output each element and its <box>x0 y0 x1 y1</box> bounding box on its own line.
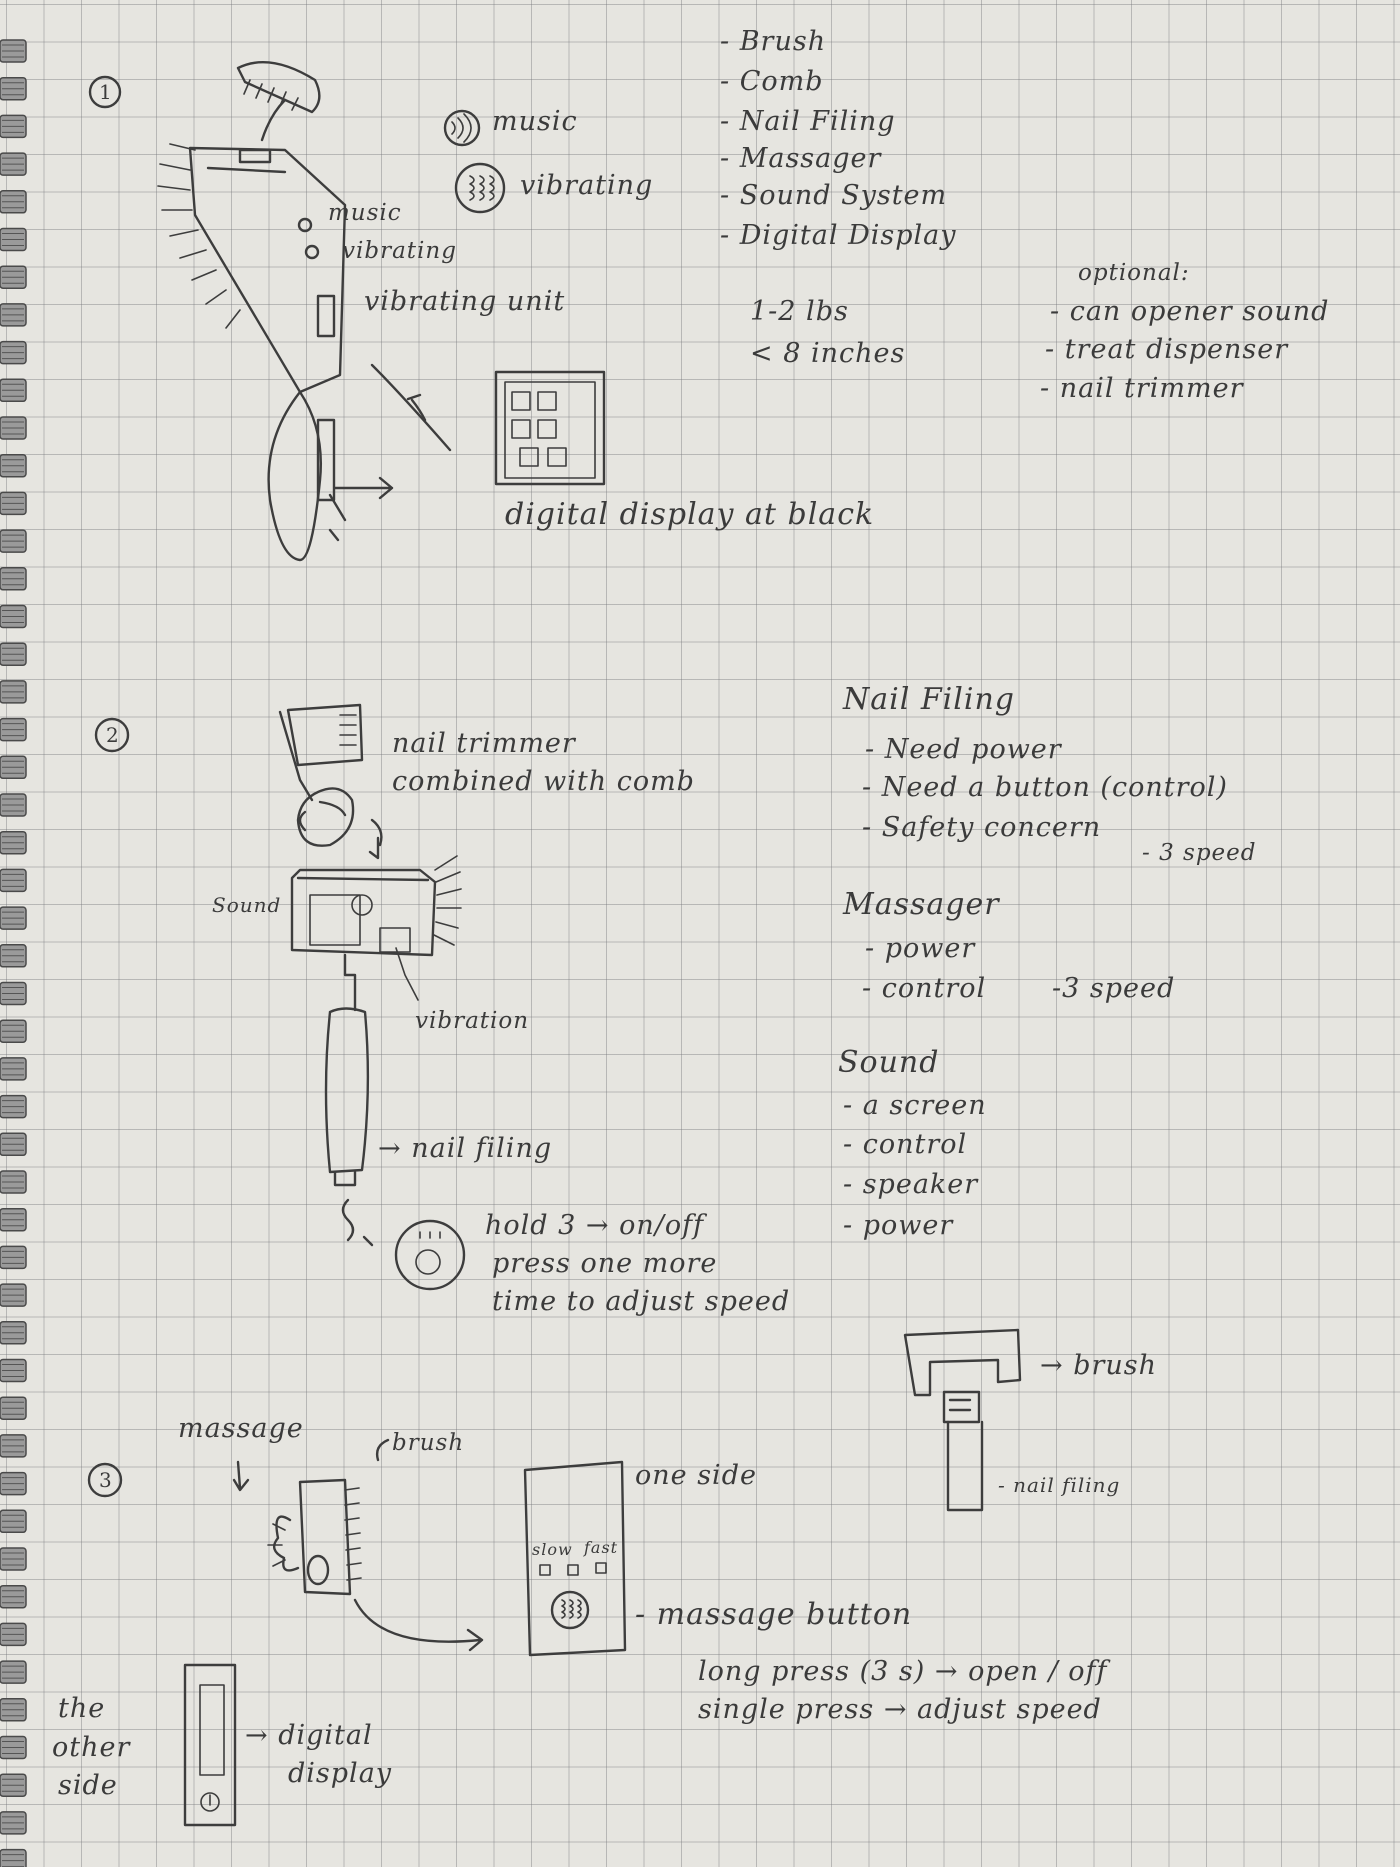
section-circle-1 <box>88 75 122 109</box>
sound-item: - speaker <box>843 1169 979 1200</box>
long-press-note: long press (3 s) → open / off <box>698 1656 1108 1687</box>
feature-item: - Nail Filing <box>720 106 896 137</box>
single-press-note: single press → adjust speed <box>698 1694 1102 1725</box>
side-sketch-brush-filing <box>903 1328 1022 1512</box>
sketch2-trimmer-comb <box>278 703 383 860</box>
section-circle-3 <box>87 1462 123 1498</box>
sketch3-front-panel <box>523 1460 627 1657</box>
spiral-binding <box>0 39 27 1867</box>
sketch3-side-view <box>232 1438 484 1652</box>
sketch2-button-icon <box>341 1198 466 1291</box>
sketch1-brush-body <box>157 143 394 562</box>
section-number-3: 3 <box>99 1468 113 1492</box>
section-circle-2 <box>94 717 130 753</box>
button-note-line-2: press one more <box>492 1248 718 1279</box>
vibration-label: vibration <box>415 1008 530 1034</box>
sketch3-brush-label: brush <box>392 1430 465 1456</box>
optional-heading: optional: <box>1078 260 1190 286</box>
feature-item: - Digital Display <box>720 220 957 251</box>
digital-label: → digital <box>245 1720 373 1751</box>
section-number-1: 1 <box>99 80 113 104</box>
nail-filing-heading: Nail Filing <box>843 682 1015 717</box>
sound-item: - power <box>843 1210 954 1241</box>
massager-speed: -3 speed <box>1052 973 1176 1004</box>
sound-item: - control <box>843 1129 968 1160</box>
legend-vibrating-label: vibrating <box>520 170 654 201</box>
one-side-label: one side <box>635 1460 757 1491</box>
button-note-line-3: time to adjust speed <box>492 1286 791 1317</box>
sketch2-main-body <box>290 855 462 1187</box>
nail-trimmer-label: nail trimmer <box>392 728 576 759</box>
optional-item: - can opener sound <box>1050 296 1330 327</box>
nail-filing-label: → nail filing <box>378 1133 553 1164</box>
slow-label: slow <box>532 1540 573 1559</box>
massage-button-label: - massage button <box>635 1597 913 1632</box>
vibrating-unit-label: vibrating unit <box>364 286 566 317</box>
nail-filing-item: - Need a button (control) <box>862 772 1228 803</box>
massager-heading: Massager <box>843 887 1000 922</box>
section-number-2: 2 <box>106 723 120 747</box>
feature-item: - Sound System <box>720 180 948 211</box>
optional-item: - nail trimmer <box>1040 373 1244 404</box>
other-side-label-line: the <box>58 1693 106 1724</box>
massager-item: - power <box>865 933 976 964</box>
side-nail-filing-label: - nail filing <box>998 1473 1121 1497</box>
sketch1-display-panel <box>370 363 606 486</box>
feature-item: - Massager <box>720 143 882 174</box>
sketch3-other-side <box>183 1663 237 1827</box>
fast-label: fast <box>584 1538 619 1557</box>
display-label: display <box>288 1758 393 1789</box>
music-label: music <box>328 200 402 226</box>
feature-item: - Comb <box>720 66 824 97</box>
spiral-ring <box>0 1848 27 1867</box>
button-note-line-1: hold 3 → on/off <box>485 1210 705 1241</box>
sketch1-legend-icons <box>443 109 506 214</box>
legend-music-label: music <box>492 106 578 137</box>
optional-item: - treat dispenser <box>1045 334 1289 365</box>
nail-filing-speed: - 3 speed <box>1142 840 1257 866</box>
sound-item: - a screen <box>843 1090 987 1121</box>
other-side-label-line: other <box>52 1732 131 1763</box>
sketch1-comb-attachment <box>236 61 321 142</box>
digital-display-label: digital display at black <box>505 497 875 532</box>
sound-heading: Sound <box>838 1045 940 1080</box>
side-brush-label: → brush <box>1040 1350 1158 1381</box>
massage-label: massage <box>178 1413 304 1444</box>
combined-with-comb-label: combined with comb <box>392 766 695 797</box>
massager-item: - control <box>862 973 987 1004</box>
other-side-label-line: side <box>58 1770 118 1801</box>
sound-label: Sound <box>212 893 282 917</box>
size-spec: < 8 inches <box>750 338 906 369</box>
nail-filing-item: - Need power <box>865 734 1062 765</box>
vibrating-label: vibrating <box>342 238 457 264</box>
weight-spec: 1-2 lbs <box>750 296 849 327</box>
nail-filing-item: - Safety concern <box>862 812 1102 843</box>
feature-item: - Brush <box>720 26 827 57</box>
